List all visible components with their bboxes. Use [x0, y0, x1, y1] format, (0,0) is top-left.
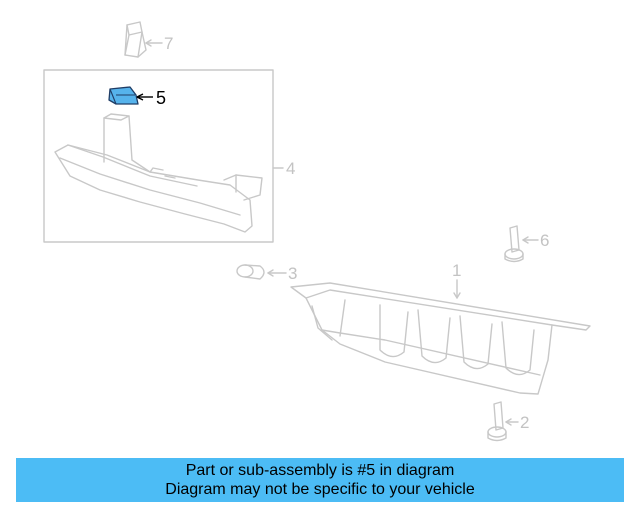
part-6-bolt[interactable] — [504, 225, 524, 263]
part-1-oil-pan[interactable] — [290, 282, 591, 395]
callout-1-leader — [453, 279, 461, 299]
part-5-seal[interactable] — [108, 86, 139, 105]
callout-2-number: 2 — [520, 413, 529, 432]
callout-4-number: 4 — [286, 159, 295, 178]
callout-7-leader — [145, 39, 163, 47]
callout-5-leader — [136, 93, 153, 101]
part-2-drain-bolt[interactable] — [487, 401, 507, 442]
filter-inset-box — [43, 69, 274, 243]
banner-line-1: Part or sub-assembly is #5 in diagram — [185, 462, 455, 479]
callout-7-number: 7 — [164, 34, 173, 53]
callout-2-leader — [505, 418, 519, 426]
callout-1-number: 1 — [452, 261, 461, 280]
info-banner: Part or sub-assembly is #5 in diagram Di… — [16, 458, 624, 502]
callout-3-leader — [267, 269, 287, 277]
part-3-washer[interactable] — [236, 264, 265, 280]
callout-6-number: 6 — [540, 231, 549, 250]
banner-line-2: Diagram may not be specific to your vehi… — [165, 481, 475, 498]
callout-6-leader — [522, 236, 539, 244]
callout-3-number: 3 — [288, 264, 297, 283]
callout-5-number: 5 — [156, 88, 166, 108]
part-7-clip[interactable] — [124, 21, 147, 58]
part-4-filter[interactable] — [54, 113, 263, 233]
